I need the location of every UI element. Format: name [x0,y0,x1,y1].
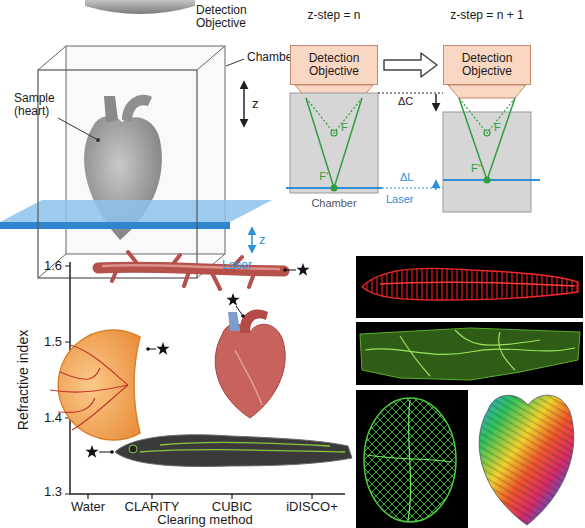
focal-point [331,185,338,192]
chamber-edges [38,46,225,278]
leader-dot [96,138,100,142]
heart-vessel [122,95,152,122]
aorta [240,309,268,333]
laser-sheet-edge [0,222,230,229]
retina-vasculature [364,398,456,522]
z-arrow [251,228,253,252]
laser-sheet [0,200,272,222]
objective-box: Detection Objective [443,45,531,85]
sample-label: Sample (heart) [14,92,72,118]
zebrafish-vasculature [380,282,575,286]
data-star [226,293,239,306]
step-label: z-step = n + 1 [450,9,523,22]
tick-label: 1.4 [44,411,62,425]
leader-dot [283,268,287,272]
leader-line [58,118,98,140]
z-arrow [243,82,245,126]
zebrafish [115,435,352,467]
image-panel [356,256,583,318]
tick-label: 1.6 [44,259,62,273]
leader-dot [110,450,114,454]
light-cone [306,98,362,133]
node-text: Detection Objective [291,52,377,78]
retina-vasculature [368,400,452,520]
leader-line [226,59,244,66]
chamber-label: Chamber [247,51,296,64]
zebrafish-vessels [140,442,345,452]
leader-dot [146,347,150,351]
vena-cava [228,312,240,331]
chamber-square [443,112,531,212]
data-star [156,342,169,355]
delta-l-arrow [435,181,437,190]
light-cone [306,98,362,188]
vessel-highlight [102,265,280,269]
offset-guide [378,93,443,94]
data-star [296,263,309,276]
step-arrow [384,53,437,77]
node-text: Detection Objective [444,52,530,78]
chamber-front-face [38,70,197,278]
category-label: Water [71,500,105,514]
data-star [85,445,98,458]
chamber-label: Chamber [311,197,356,209]
objective-lens [85,0,195,14]
axis-letter: z [259,233,266,247]
axis-title: Clearing method [157,513,252,527]
light-cone [459,98,515,180]
offset-label: ΔC [398,95,413,107]
step-label: z-step = n [307,9,360,22]
light-cone [459,98,515,133]
tick-label: 1.3 [44,485,62,499]
axis-title: Refractive index [16,330,31,430]
focus-label: F [341,121,348,133]
laser-line [443,179,540,181]
heart-illustration [215,324,285,418]
vessel-network [365,330,575,376]
coronary-vessel [235,350,262,405]
offset-guide [382,188,443,189]
delta-c-arrow [435,94,437,110]
heart-vessel [104,96,118,122]
vessel-tissue [360,328,580,380]
zebrafish-eye [129,445,137,453]
zebrafish-vasculature [362,268,578,300]
tick-label: 1.5 [44,335,62,349]
chamber-square [290,93,378,193]
focus-label: F' [319,170,328,182]
focal-point [484,130,490,136]
image-panel [356,390,468,528]
laser-label: Laser [222,259,252,272]
focus-label: F'' [471,162,482,174]
leader-dot [241,314,245,318]
axis-letter: z [252,97,259,111]
focal-point [331,130,337,136]
heart-fibers [479,395,574,525]
image-panel [356,322,583,385]
focus-label: F [494,121,501,133]
laser-label: Laser [386,193,414,205]
heart-fibers [479,395,574,525]
category-label: iDISCO+ [286,500,338,514]
vessel-branch [112,252,255,289]
offset-label: ΔL [400,171,413,183]
leader-line [99,270,296,452]
objective-box: Detection Objective [290,45,378,85]
focal-point [484,177,491,184]
objective-tip [448,85,526,98]
objective-label: Detection Objective [196,4,258,30]
